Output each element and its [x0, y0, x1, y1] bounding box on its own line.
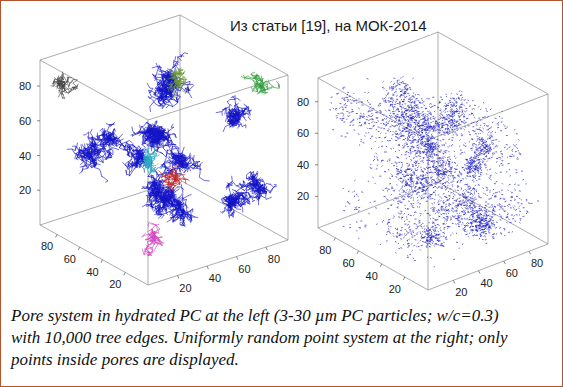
cube-frame	[318, 32, 548, 290]
cube-edge	[438, 32, 548, 94]
tick-mark	[37, 120, 40, 121]
axis-tick-label: 20	[297, 191, 309, 202]
figure-caption: Pore system in hydrated PC at the left (…	[11, 305, 531, 371]
tick-mark	[207, 266, 209, 269]
axis-tick-label: 60	[342, 257, 354, 268]
axis-tick-label: 40	[366, 270, 378, 281]
tree-edges	[142, 222, 165, 256]
tick-mark	[56, 234, 58, 237]
tree-edges	[141, 167, 175, 205]
tick-mark	[380, 264, 382, 267]
tick-mark	[101, 260, 103, 263]
tick-mark	[37, 190, 40, 191]
tree-edges	[51, 72, 79, 99]
tick-mark	[453, 280, 455, 283]
axis-ticks	[315, 102, 531, 284]
axis-tick-label: 80	[319, 244, 331, 255]
tree-edges	[241, 72, 279, 94]
cube-edge	[148, 240, 288, 285]
axis-tick-label: 40	[19, 150, 31, 161]
axis-tick-label: 80	[19, 81, 31, 92]
axis-tick-label: 60	[238, 263, 250, 274]
cube-edge	[40, 225, 148, 285]
cube-edge	[40, 15, 180, 60]
tick-mark	[266, 247, 268, 250]
tick-mark	[315, 101, 318, 102]
tick-mark	[315, 164, 318, 165]
tree-edges	[216, 96, 252, 132]
tick-mark	[315, 196, 318, 197]
axis-tick-label: 60	[19, 115, 31, 126]
tick-mark	[37, 86, 40, 87]
source-note: Из статьи [19], на МОК-2014	[226, 16, 431, 35]
axis-tick-label: 20	[389, 283, 401, 294]
tick-mark	[236, 257, 238, 260]
axis-tick-label: 80	[41, 241, 53, 252]
pore-points	[315, 32, 548, 290]
cube-frame	[40, 15, 288, 285]
tree-edges	[158, 164, 189, 192]
tick-mark	[177, 276, 179, 279]
tick-mark	[37, 155, 40, 156]
axis-tick-label: 60	[64, 254, 76, 265]
cube-edge	[428, 244, 548, 290]
tree-edges	[239, 171, 276, 205]
cube-edge	[548, 94, 549, 244]
tick-mark	[529, 251, 531, 254]
axis-tick-label: 80	[268, 254, 280, 265]
cube-edge	[288, 75, 289, 240]
axis-tick-label: 40	[480, 277, 492, 288]
axis-tick-label: 20	[179, 282, 191, 293]
axis-tick-label: 20	[109, 279, 121, 290]
tick-mark	[78, 247, 80, 250]
axis-tick-label: 20	[19, 185, 31, 196]
point-marks	[329, 76, 539, 267]
tick-mark	[124, 272, 126, 275]
axis-tick-label: 80	[297, 96, 309, 107]
tick-mark	[479, 271, 481, 274]
cube-edge	[40, 60, 41, 225]
axis-tick-label: 20	[455, 287, 467, 298]
cube-edge	[40, 60, 148, 120]
axis-tick-label: 60	[297, 128, 309, 139]
tick-mark	[334, 238, 336, 241]
axis-tick-label: 80	[531, 258, 543, 269]
axis-tick-label: 40	[297, 159, 309, 170]
axis-tick-label: 60	[506, 267, 518, 278]
tree-edges	[67, 136, 112, 182]
tick-mark	[504, 261, 506, 264]
tick-mark	[315, 133, 318, 134]
pore-tree	[37, 15, 288, 285]
tree-edges	[167, 67, 189, 100]
axis-ticks	[37, 86, 267, 278]
tick-mark	[403, 277, 405, 280]
cube-edge	[318, 78, 319, 228]
tick-mark	[357, 251, 359, 254]
axis-tick-label: 40	[86, 266, 98, 277]
axis-tick-label: 40	[209, 273, 221, 284]
cube-edge	[318, 32, 438, 78]
tree-edges	[139, 144, 164, 175]
